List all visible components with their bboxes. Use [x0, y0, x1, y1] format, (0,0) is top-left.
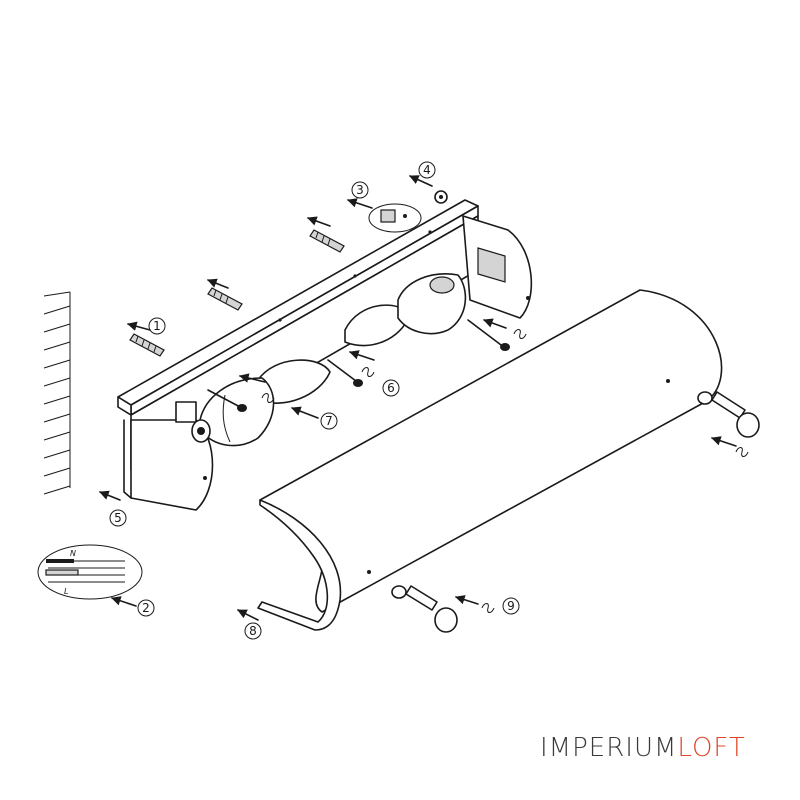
callout-1: 1 — [148, 317, 166, 335]
screw-6a — [327, 359, 363, 387]
svg-text:4: 4 — [423, 163, 431, 177]
knob-screw-right — [697, 391, 760, 438]
callout-4: 4 — [418, 161, 436, 179]
svg-text:5: 5 — [114, 511, 122, 525]
brand-part-1: IMPERIUM — [540, 733, 678, 763]
svg-text:6: 6 — [387, 381, 395, 395]
callout-5: 5 — [109, 509, 127, 527]
brand-watermark: IMPERIUMLOFT — [540, 733, 746, 763]
callout-3: 3 — [351, 181, 369, 199]
wiring-detail: N L — [37, 544, 143, 600]
wall-plug-3 — [309, 229, 345, 253]
terminal-detail — [368, 203, 422, 233]
callout-6: 6 — [382, 379, 400, 397]
wall-plug-2 — [207, 287, 243, 311]
svg-text:3: 3 — [356, 183, 364, 197]
screw-6b — [467, 319, 510, 351]
coil-marks — [261, 329, 749, 613]
callout-7: 7 — [320, 412, 338, 430]
clip-detail — [434, 190, 448, 204]
callout-8: 8 — [244, 622, 262, 640]
svg-text:8: 8 — [249, 624, 257, 638]
knob-screw-left — [391, 585, 458, 633]
svg-text:7: 7 — [325, 414, 333, 428]
svg-text:9: 9 — [507, 599, 515, 613]
glass-shade — [257, 289, 723, 631]
brand-part-2: LOFT — [677, 733, 746, 763]
wiring-l-label: L — [64, 587, 68, 596]
bulb-right — [344, 273, 467, 347]
svg-text:2: 2 — [142, 601, 150, 615]
screw-left — [207, 389, 247, 412]
wall-plug-1 — [129, 333, 165, 357]
callout-2: 2 — [137, 599, 155, 617]
wall-hatching — [43, 291, 71, 495]
wiring-n-label: N — [70, 549, 76, 558]
svg-text:1: 1 — [153, 319, 161, 333]
callout-arrows — [99, 175, 737, 621]
callout-9: 9 — [502, 597, 520, 615]
